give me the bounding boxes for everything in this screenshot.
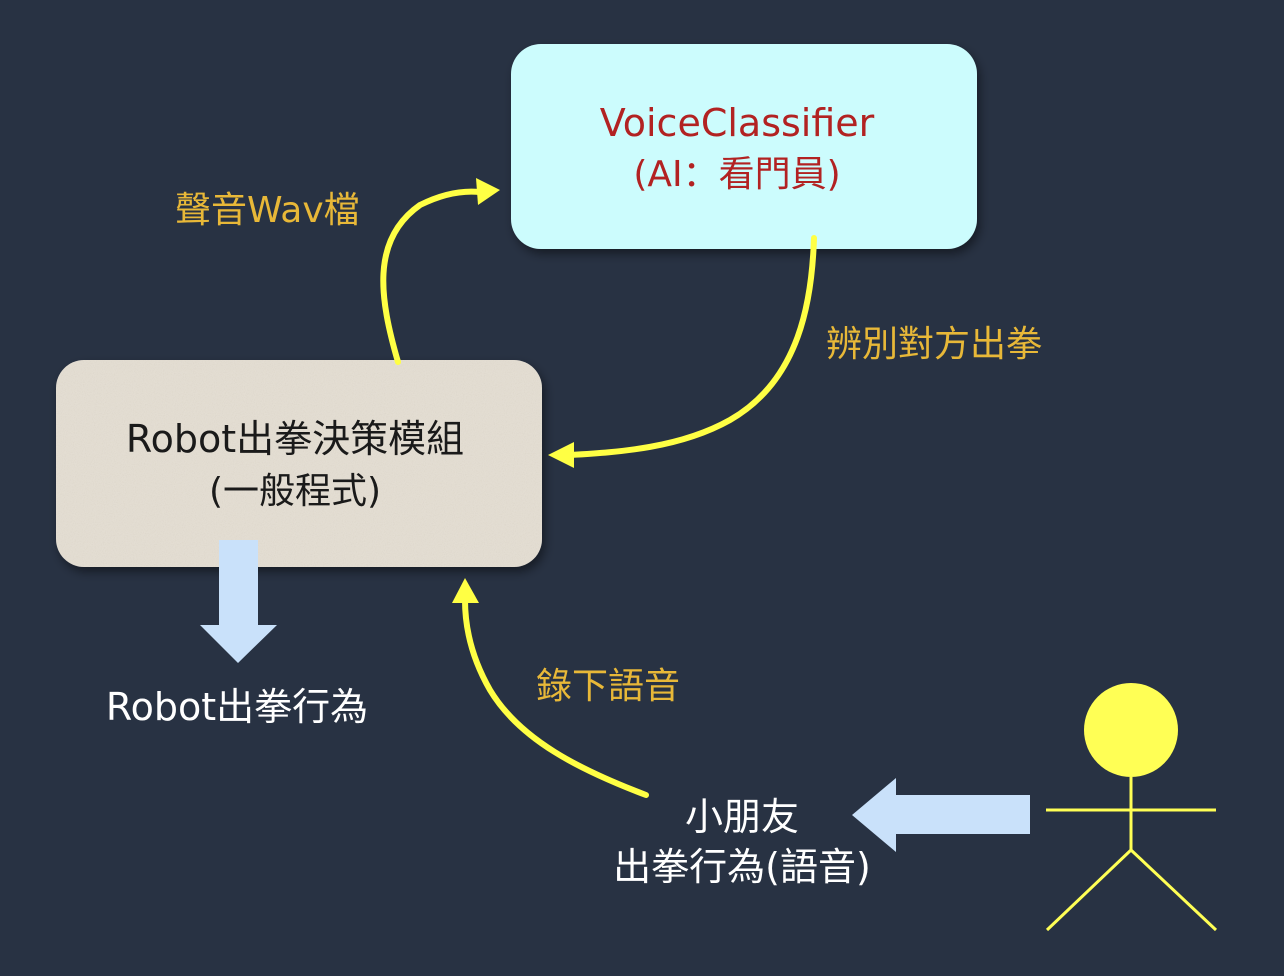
voice-classifier-title: VoiceClassifier [600,101,875,145]
voice-classifier-node: VoiceClassifier (AI：看門員) [511,44,977,249]
arrow-from-child [452,578,649,798]
child-label-line2: 出拳行為(語音) [613,845,871,889]
edge-label-record: 錄下語音 [536,666,680,707]
stick-figure-icon [1045,683,1218,932]
arrow-to-output [200,540,277,663]
output-label: Robot出拳行為 [106,685,368,729]
decision-module-subtitle: (一般程式) [209,471,381,512]
arrow-to-classifier-head [476,178,500,205]
arrow-to-classifier-curve [380,188,483,365]
edge-label-recognize: 辨別對方出拳 [826,324,1042,365]
voice-classifier-subtitle: (AI：看門員) [633,154,840,195]
arrow-from-stick-figure-block [852,778,1030,852]
arrow-from-stick-figure [852,778,1030,852]
arrow-to-classifier [380,178,500,365]
arrow-to-output-block [200,540,277,663]
arrow-from-classifier-head [548,442,574,468]
arrow-from-child-head [452,578,479,603]
decision-module-node: Robot出拳決策模組 (一般程式) [56,360,542,567]
edge-label-wav: 聲音Wav檔 [175,190,360,231]
decision-module-title: Robot出拳決策模組 [126,417,464,461]
child-label-line1: 小朋友 [685,795,799,839]
voice-classifier-box [511,44,977,249]
arrow-from-classifier [548,235,817,468]
arrow-from-classifier-curve [567,235,817,458]
arrow-from-child-curve [462,597,649,798]
